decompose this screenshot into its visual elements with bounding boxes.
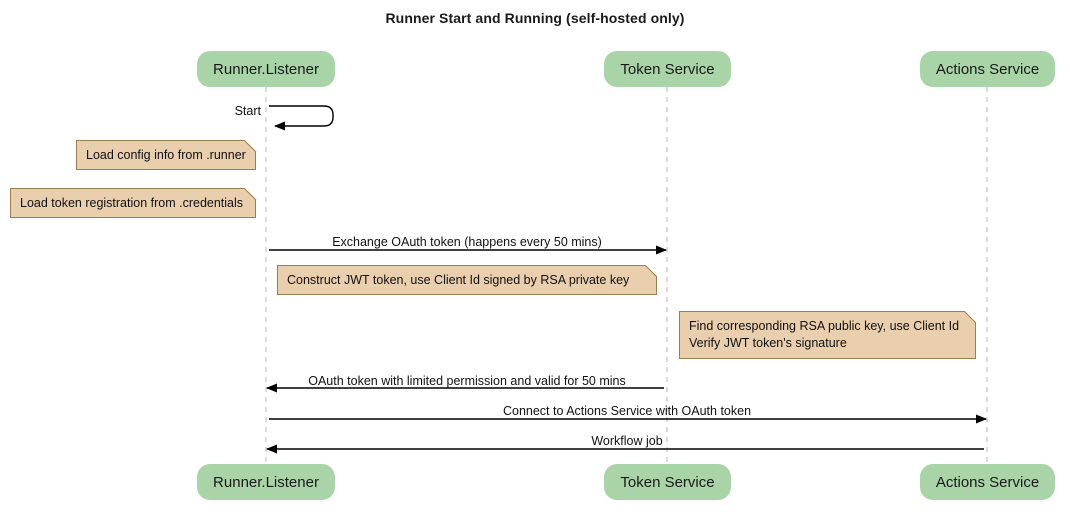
- note-text: Load config info from .runner: [86, 148, 246, 162]
- participant-label: Runner.Listener: [213, 60, 319, 78]
- note-fold-icon: [645, 265, 658, 278]
- lifelines-group: [265, 87, 988, 464]
- note-text: Load token registration from .credential…: [20, 196, 244, 210]
- participant-runner-bottom[interactable]: Runner.Listener: [197, 464, 335, 500]
- messages-group: [266, 105, 987, 454]
- message-label-oauth-token-reply: OAuth token with limited permission and …: [308, 374, 626, 388]
- participant-label: Token Service: [620, 60, 715, 78]
- note-text: Construct JWT token, use Client Id signe…: [287, 273, 630, 287]
- participant-token-bottom[interactable]: Token Service: [604, 464, 731, 500]
- participant-label: Runner.Listener: [213, 473, 319, 491]
- note-construct-jwt-token: Construct JWT token, use Client Id signe…: [277, 265, 658, 295]
- note-load-config-info: Load config info from .runner: [76, 140, 257, 170]
- message-label-workflow-job: Workflow job: [591, 434, 663, 448]
- message-path-start: [269, 105, 334, 131]
- participant-actions-bottom[interactable]: Actions Service: [920, 464, 1055, 500]
- note-fold-icon: [244, 188, 257, 201]
- note-fold-icon: [964, 311, 977, 324]
- participant-label: Token Service: [620, 473, 715, 491]
- participant-runner-top[interactable]: Runner.Listener: [197, 51, 335, 87]
- participant-label: Actions Service: [935, 473, 1040, 491]
- participant-token-top[interactable]: Token Service: [604, 51, 731, 87]
- message-label-exchange-oauth-token: Exchange OAuth token (happens every 50 m…: [332, 235, 602, 249]
- participant-label: Actions Service: [935, 60, 1040, 78]
- note-load-token-registration: Load token registration from .credential…: [10, 188, 257, 218]
- note-fold-icon: [244, 140, 257, 153]
- participant-actions-top[interactable]: Actions Service: [920, 51, 1055, 87]
- message-label-connect-to-actions-service: Connect to Actions Service with OAuth to…: [502, 404, 752, 418]
- message-label-start: Start: [234, 104, 261, 118]
- note-verify-jwt-token: Find corresponding RSA public key, use C…: [679, 311, 977, 359]
- page-title: Runner Start and Running (self-hosted on…: [385, 10, 685, 26]
- note-text: Find corresponding RSA public key, use C…: [689, 319, 960, 350]
